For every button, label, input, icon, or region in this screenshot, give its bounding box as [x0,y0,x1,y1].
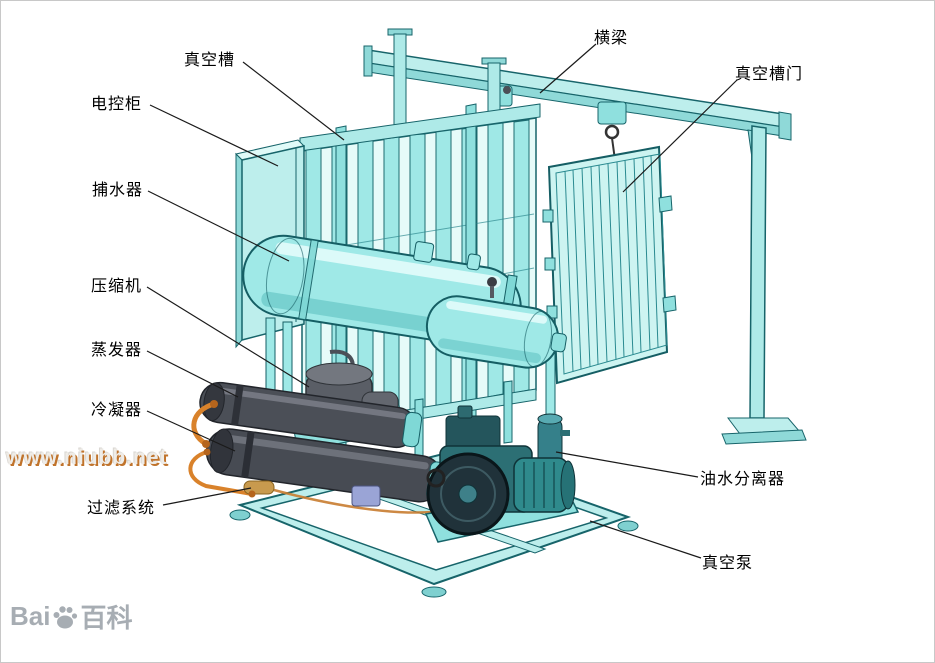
crossbeam-rail [363,45,792,161]
paw-icon [53,605,78,628]
label-filter-system: 过滤系统 [87,500,156,517]
leader-crossbeam [539,43,597,94]
door-hanger-block [597,101,627,125]
auxiliary-cylinder [425,295,567,369]
label-condenser: 冷凝器 [91,402,143,419]
label-water-trap: 捕水器 [92,182,144,199]
pump-handwheel [426,468,446,488]
vacuum-chamber-door [542,145,677,385]
logo-cjk: 百科 [80,603,133,633]
label-crossbeam: 横梁 [594,30,629,47]
label-vacuum-chamber: 真空槽 [184,52,236,69]
label-compressor: 压缩机 [91,278,143,295]
leader-vacuum-chamber [242,61,345,141]
valve-handwheel [487,277,497,287]
vacuum-pump [424,405,580,543]
leader-oil-water-separator [555,451,699,478]
solenoid-valve [351,485,381,507]
watermark: www.niubb.net [6,446,168,469]
label-vacuum-chamber-door: 真空槽门 [735,66,804,83]
hanger-hook [604,124,620,140]
leader-compressor [146,286,310,388]
label-evaporator: 蒸发器 [91,342,143,359]
pump-motor [513,457,569,513]
logo-latin: Bai [10,601,51,631]
condenser-cylinder [205,428,449,503]
label-control-cabinet: 电控柜 [91,96,143,113]
support-column [721,125,807,445]
leader-filter-system [162,487,252,506]
leader-vacuum-chamber-door [622,79,738,193]
door-hinge-bottom [662,295,677,313]
label-oil-water-separator: 油水分离器 [700,471,786,488]
filter-system-piping [188,400,433,514]
filter-canister [243,480,275,495]
baidu-baike-logo: Bai 百科 [10,598,132,635]
leader-lines [146,43,738,559]
leader-condenser [146,410,236,452]
evaporator-cylinder [199,381,423,449]
door-hinge-top [658,195,673,213]
leader-evaporator [146,350,239,398]
leader-vacuum-pump [589,520,702,559]
label-vacuum-pump: 真空泵 [702,555,754,572]
leader-water-trap [147,190,290,262]
leader-control-cabinet [149,104,279,167]
